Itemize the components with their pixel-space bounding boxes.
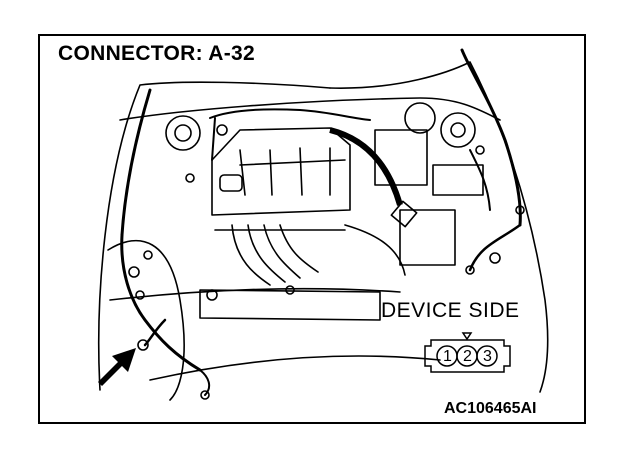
figure-frame <box>38 34 586 424</box>
connector-pin-3: 3 <box>483 348 492 365</box>
connector-pin-2: 2 <box>463 348 472 365</box>
connector-title: CONNECTOR: A-32 <box>58 42 256 65</box>
connector-pin-1: 1 <box>443 348 452 365</box>
figure-code: AC106465AI <box>444 400 537 417</box>
connector-key-icon <box>424 332 511 373</box>
pointer-arrow-icon <box>98 348 136 386</box>
device-side-label: DEVICE SIDE <box>381 299 520 322</box>
